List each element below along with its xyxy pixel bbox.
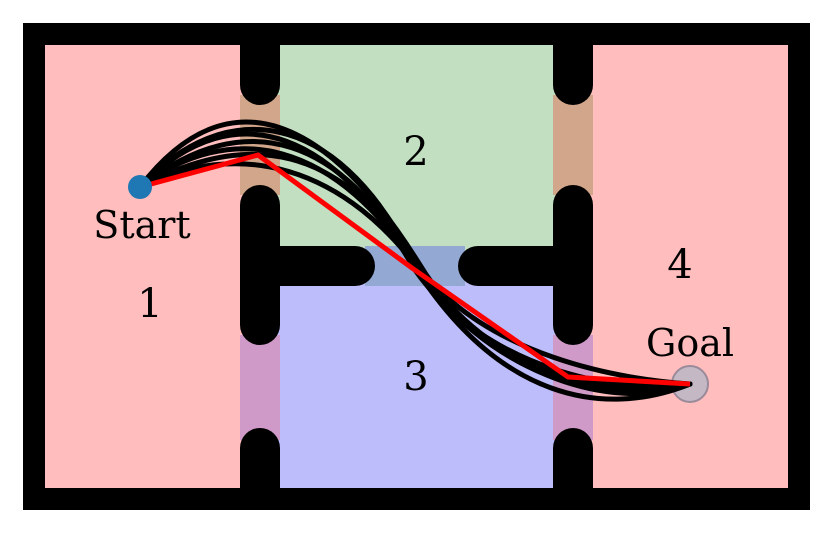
inner-walls	[240, 25, 593, 510]
outer-wall	[23, 23, 810, 510]
room-1	[45, 45, 260, 488]
room-3	[260, 266, 573, 488]
room-2-label: 2	[403, 129, 428, 175]
room-1-label: 1	[137, 281, 162, 327]
door-2-4	[553, 95, 593, 195]
goal-label: Goal	[646, 321, 734, 365]
sampled-trajectory	[137, 126, 693, 387]
door-1-3	[240, 335, 280, 440]
room-3-label: 3	[403, 354, 428, 400]
start-label: Start	[93, 203, 190, 247]
room-4-label: 4	[667, 242, 692, 288]
start-marker	[128, 175, 152, 199]
room-4	[573, 45, 788, 488]
best-trajectory	[139, 152, 691, 387]
